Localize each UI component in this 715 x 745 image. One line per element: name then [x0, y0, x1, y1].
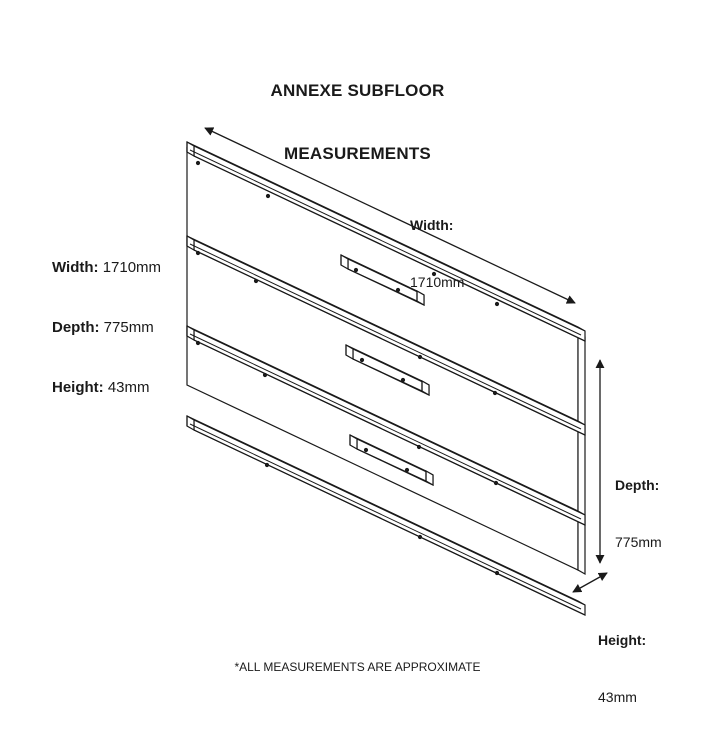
spec-value-width: 1710mm — [102, 259, 162, 276]
spec-row-height: Height: 43mm — [52, 378, 161, 398]
spec-label-height: Height: — [52, 379, 108, 396]
width-dimension-line — [204, 127, 576, 304]
depth-callout-label: Depth: — [615, 477, 660, 493]
height-dimension-line — [572, 572, 608, 593]
diagram-canvas: ANNEXE SUBFLOOR MEASUREMENTS Width: 1710… — [0, 38, 715, 705]
page-title: ANNEXE SUBFLOOR MEASUREMENTS — [0, 38, 715, 206]
spec-row-depth: Depth: 775mm — [52, 318, 161, 338]
footer-disclaimer: *ALL MEASUREMENTS ARE APPROXIMATE — [234, 660, 481, 674]
width-callout-value: 1710mm — [410, 274, 465, 290]
width-callout: Width: 1710mm — [410, 178, 464, 330]
bearer-lower-middle — [186, 324, 586, 526]
spec-label-depth: Depth: — [52, 319, 104, 336]
height-callout-value: 43mm — [598, 689, 637, 705]
spec-row-width: Width: 1710mm — [52, 258, 161, 278]
spec-value-depth: 775mm — [103, 319, 154, 336]
depth-callout: Depth: 775mm — [615, 438, 662, 590]
height-callout-label: Height: — [598, 632, 647, 648]
panel-thickness-edge — [577, 331, 586, 576]
specification-list: Width: 1710mm Depth: 775mm Height: 43mm — [52, 218, 161, 438]
subfloor-isometric-drawing — [186, 127, 608, 616]
joist-lower — [349, 433, 434, 487]
joist-middle — [345, 343, 430, 397]
bearer-bottom — [186, 414, 586, 616]
spec-value-height: 43mm — [107, 379, 150, 396]
title-line-1: ANNEXE SUBFLOOR — [270, 81, 445, 100]
depth-callout-value: 775mm — [615, 534, 662, 550]
title-line-2: MEASUREMENTS — [284, 144, 431, 163]
width-callout-label: Width: — [410, 217, 454, 233]
spec-label-width: Width: — [52, 259, 103, 276]
height-callout: Height: 43mm — [598, 593, 646, 745]
